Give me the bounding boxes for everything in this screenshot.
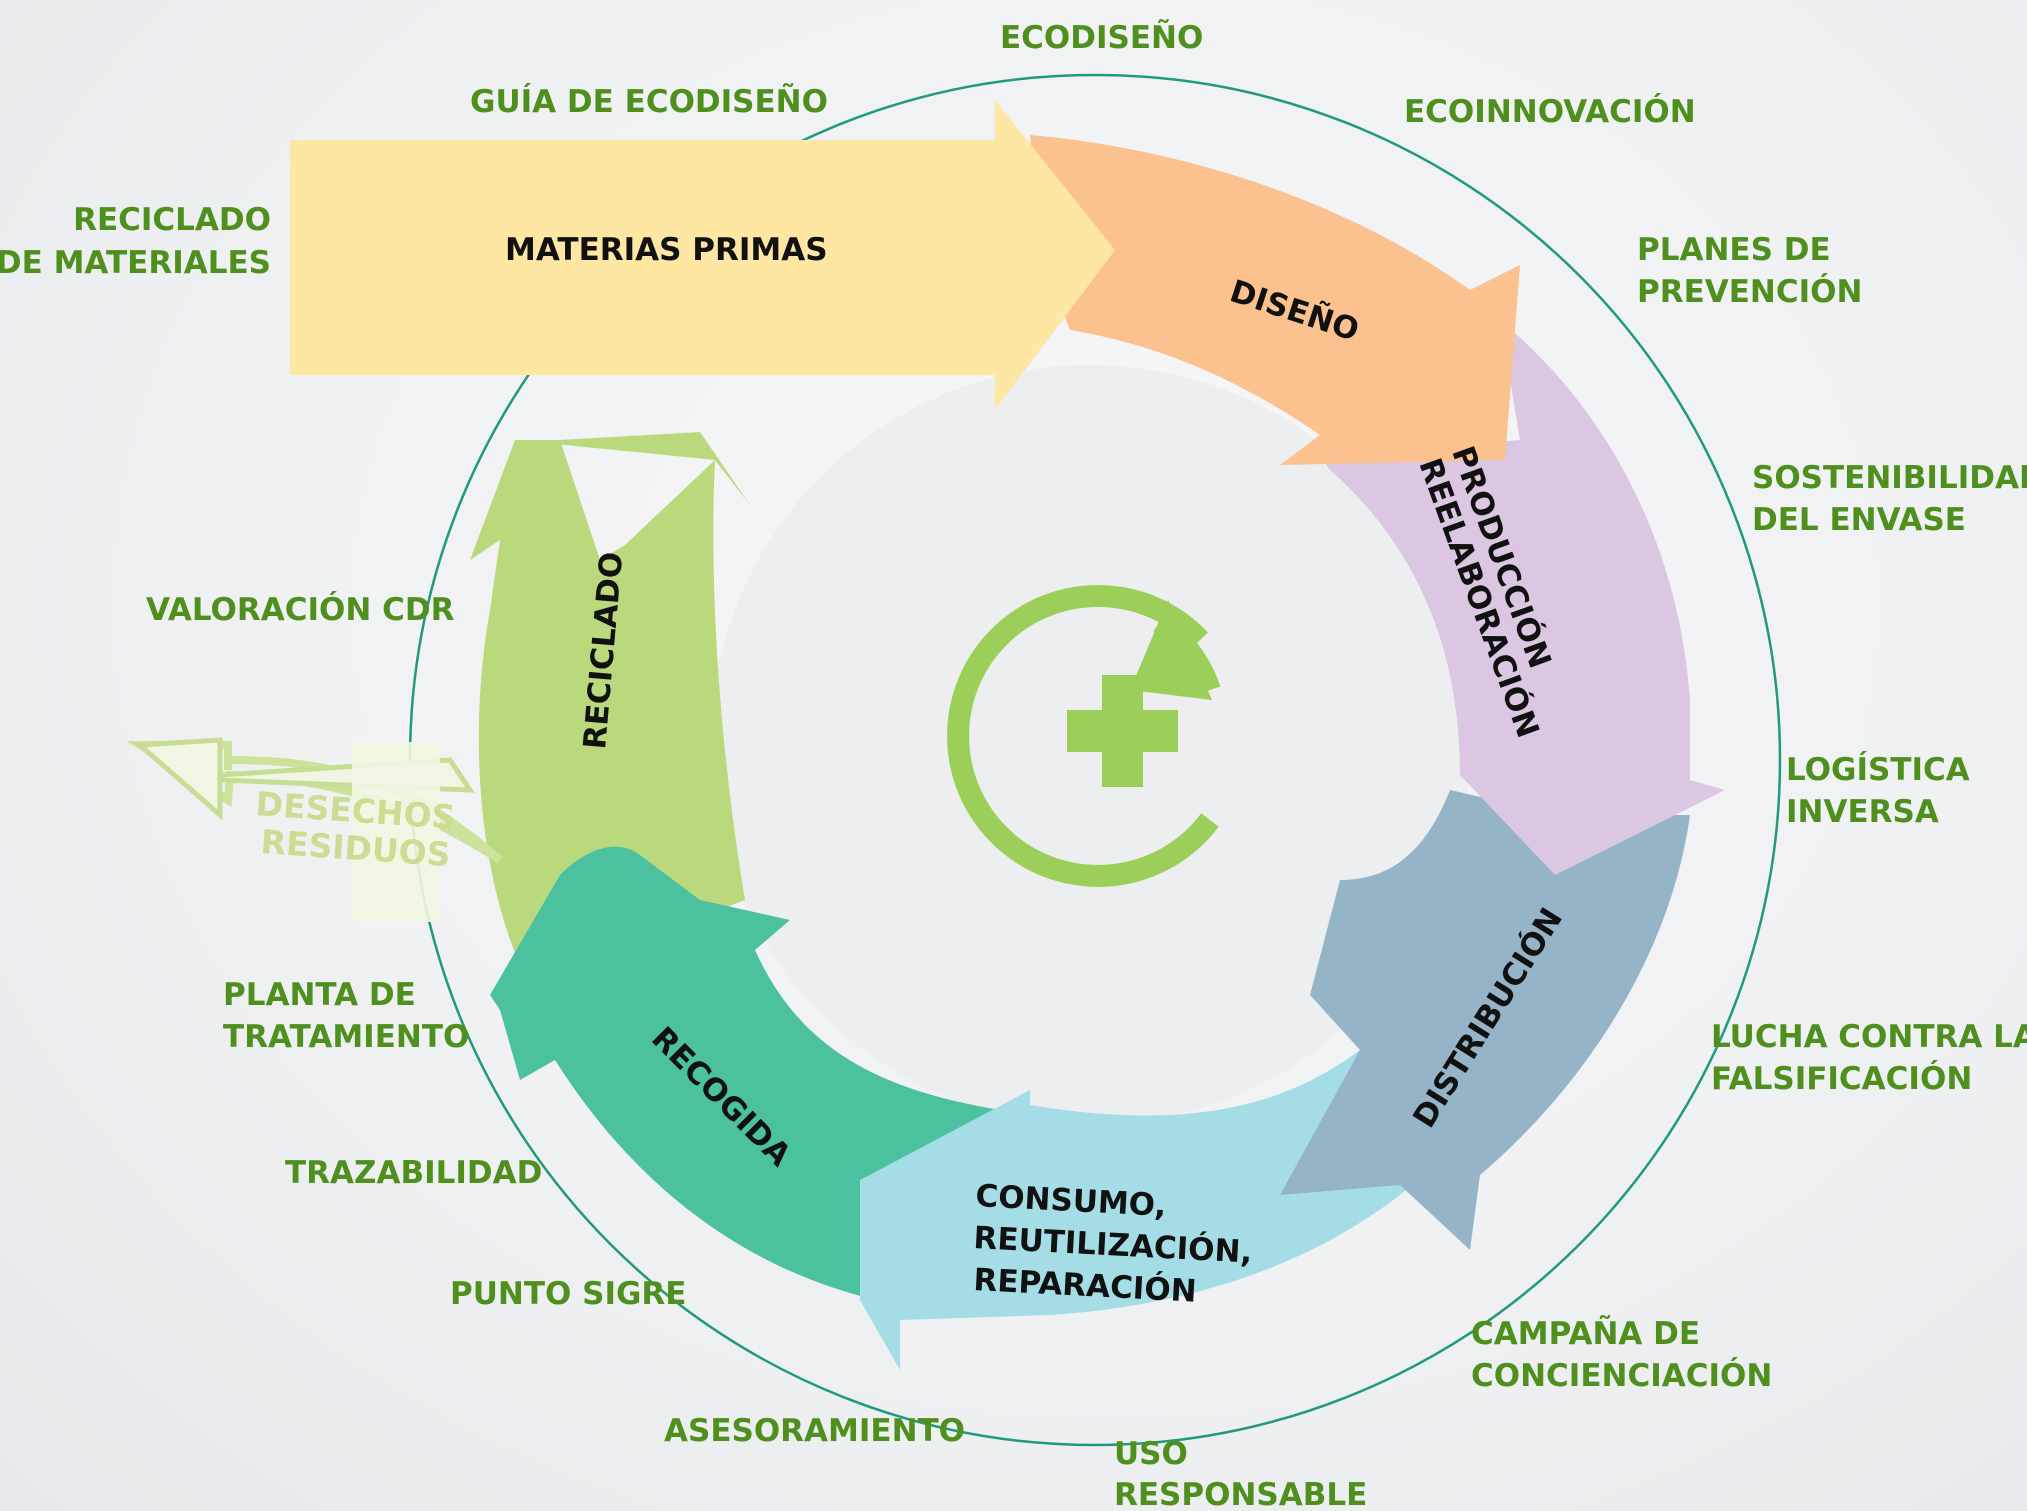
- trazabilidad-label: TRAZABILIDAD: [285, 1155, 542, 1191]
- ecoinnovacion-label: ECOINNOVACIÓN: [1404, 93, 1696, 130]
- reciclado-materiales-label-2: DE MATERIALES: [0, 245, 271, 281]
- plus-recycle-icon: [947, 584, 1221, 887]
- planes-label-1: PLANES DE: [1637, 232, 1831, 268]
- reciclado-arrow-head: [515, 432, 750, 505]
- campana-label-1: CAMPAÑA DE: [1471, 1315, 1700, 1352]
- materias-primas-label: MATERIAS PRIMAS: [505, 232, 828, 268]
- planes-label-2: PREVENCIÓN: [1637, 273, 1862, 310]
- materias-primas-arrow: [290, 100, 1115, 410]
- reciclado-arrow: [470, 440, 745, 965]
- guia-ecodiseno-label: GUÍA DE ECODISEÑO: [470, 83, 828, 120]
- ecodiseno-label: ECODISEÑO: [1000, 19, 1203, 56]
- logistica-label-2: INVERSA: [1786, 794, 1939, 830]
- punto-sigre-label: PUNTO SIGRE: [450, 1276, 686, 1312]
- campana-label-2: CONCIENCIACIÓN: [1471, 1357, 1772, 1394]
- planta-label-2: TRATAMIENTO: [223, 1019, 469, 1055]
- uso-label-1: USO: [1114, 1436, 1188, 1472]
- consumo-arrow: [860, 1050, 1450, 1370]
- lucha-label-2: FALSIFICACIÓN: [1711, 1060, 1972, 1097]
- distribucion-arrow: [1280, 790, 1690, 1250]
- uso-label-2: RESPONSABLE: [1114, 1477, 1367, 1511]
- sostenibilidad-label-1: SOSTENIBILIDAD: [1752, 460, 2027, 496]
- planta-label-1: PLANTA DE: [223, 977, 416, 1013]
- desechos-box: [352, 742, 440, 922]
- sostenibilidad-label-2: DEL ENVASE: [1752, 502, 1966, 538]
- reciclado-materiales-label-1: RECICLADO: [73, 202, 271, 238]
- valoracion-label: VALORACIÓN CDR: [146, 591, 455, 628]
- diseno-arrow: [1030, 135, 1520, 465]
- logistica-label-1: LOGÍSTICA: [1786, 752, 1970, 788]
- asesoramiento-label: ASESORAMIENTO: [664, 1413, 965, 1449]
- lucha-label-1: LUCHA CONTRA LA: [1711, 1019, 2027, 1055]
